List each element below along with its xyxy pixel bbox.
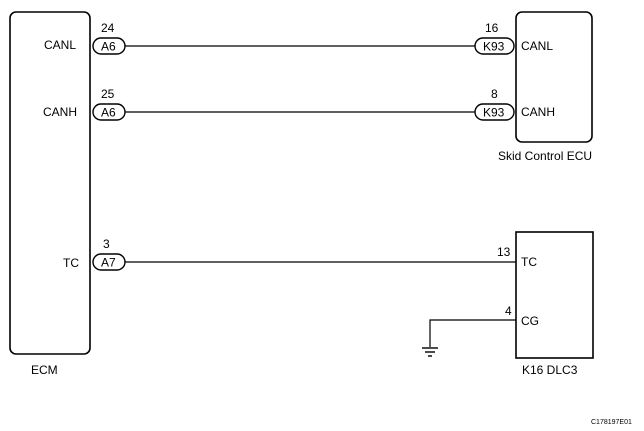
skid-pin-label-canh: CANH [521,105,555,119]
skid-connector-canh [474,103,515,121]
ecm-pin-number-tc: 3 [103,237,110,251]
ecm-pin-label-canh: CANH [43,105,77,119]
dlc3-name: K16 DLC3 [522,363,578,377]
dlc3-pin-number-cg: 4 [505,304,512,318]
ecm-connector-label-tc: A7 [101,256,116,270]
skid-connector-label-canl: K93 [483,40,505,54]
wire-cg [429,319,516,347]
ecm-pin-label-tc: TC [63,256,79,270]
skid-control-ecu-box [515,11,593,143]
skid-control-ecu-name: Skid Control ECU [498,149,592,163]
figure-id: C178197E01 [591,419,632,426]
skid-connector-label-canh: K93 [483,106,505,120]
ecm-connector-label-canl: A6 [101,40,116,54]
ecm-pin-label-canl: CANL [44,38,76,52]
canl-circuit: CANL 24 A6 K93 16 CANL [44,21,553,55]
dlc3-pin-label-cg: CG [521,314,539,328]
dlc3-box [515,231,594,359]
ecm-pin-number-canl: 24 [101,21,115,35]
skid-connector-canl [474,37,515,55]
ecm-connector-label-canh: A6 [101,106,116,120]
dlc3-pin-label-tc: TC [521,255,537,269]
ecm-pin-number-canh: 25 [101,87,115,101]
ecm-name: ECM [31,363,58,377]
canh-circuit: CANH 25 A6 K93 8 CANH [43,87,555,121]
skid-pin-number-canh: 8 [491,87,498,101]
tc-circuit: TC 3 A7 13 TC [63,237,537,271]
ecm-box [9,11,91,355]
dlc3-pin-number-tc: 13 [497,245,511,259]
cg-circuit: 4 CG [422,304,539,357]
ground-icon [422,347,438,357]
skid-pin-label-canl: CANL [521,39,553,53]
skid-pin-number-canl: 16 [485,21,499,35]
